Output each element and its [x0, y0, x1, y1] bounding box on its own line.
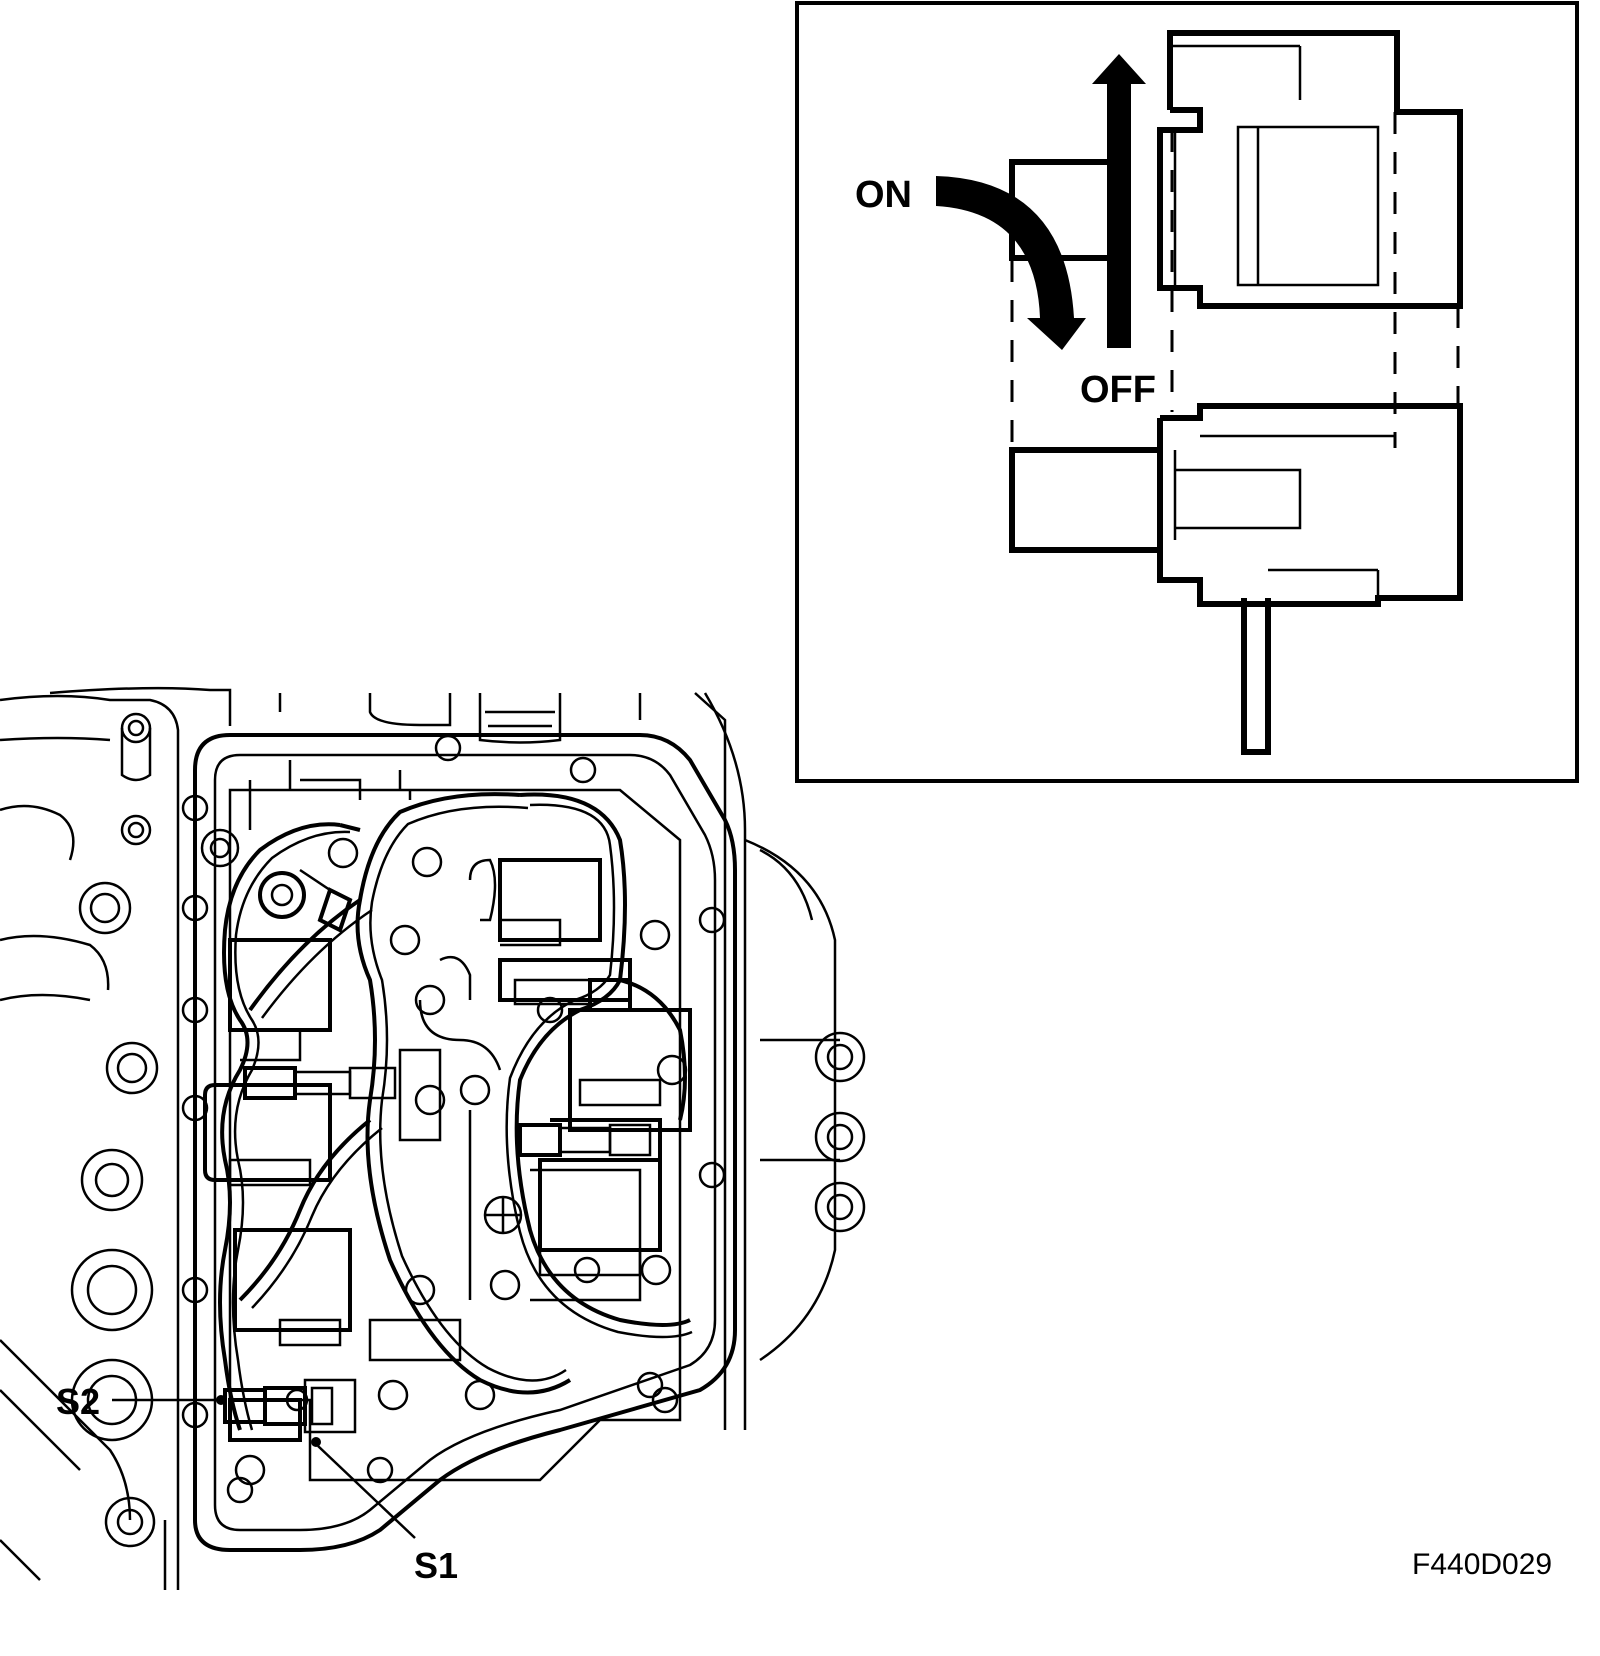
- s1-marker: [311, 1437, 321, 1447]
- s1-label: S1: [414, 1545, 458, 1586]
- harness-connectors: [223, 978, 652, 1434]
- alignment-dashes: [1010, 112, 1460, 448]
- pan-flange: [193, 733, 737, 1552]
- connector-inset: ON OFF: [795, 1, 1579, 783]
- s2-marker: [216, 1395, 226, 1405]
- wiring-harness: [218, 792, 693, 1431]
- on-label: ON: [855, 174, 912, 216]
- on-off-arrow: [936, 176, 1086, 350]
- solenoid-valves: [203, 858, 692, 1442]
- off-label: OFF: [1080, 369, 1156, 411]
- case-bolts: [70, 712, 866, 1548]
- callout-leaders: [112, 1395, 416, 1539]
- figure-code: F440D029: [1412, 1548, 1552, 1581]
- connector-upper: [1009, 30, 1463, 309]
- flange-bolts: [181, 734, 726, 1504]
- valve-body-illustration: S2 S1: [0, 686, 866, 1590]
- inset-frame: [795, 1, 1579, 783]
- s2-label: S2: [56, 1381, 100, 1422]
- lock-slide-arrow: [1092, 54, 1146, 348]
- connector-lower: [1009, 403, 1463, 755]
- transmission-case: [0, 686, 840, 1590]
